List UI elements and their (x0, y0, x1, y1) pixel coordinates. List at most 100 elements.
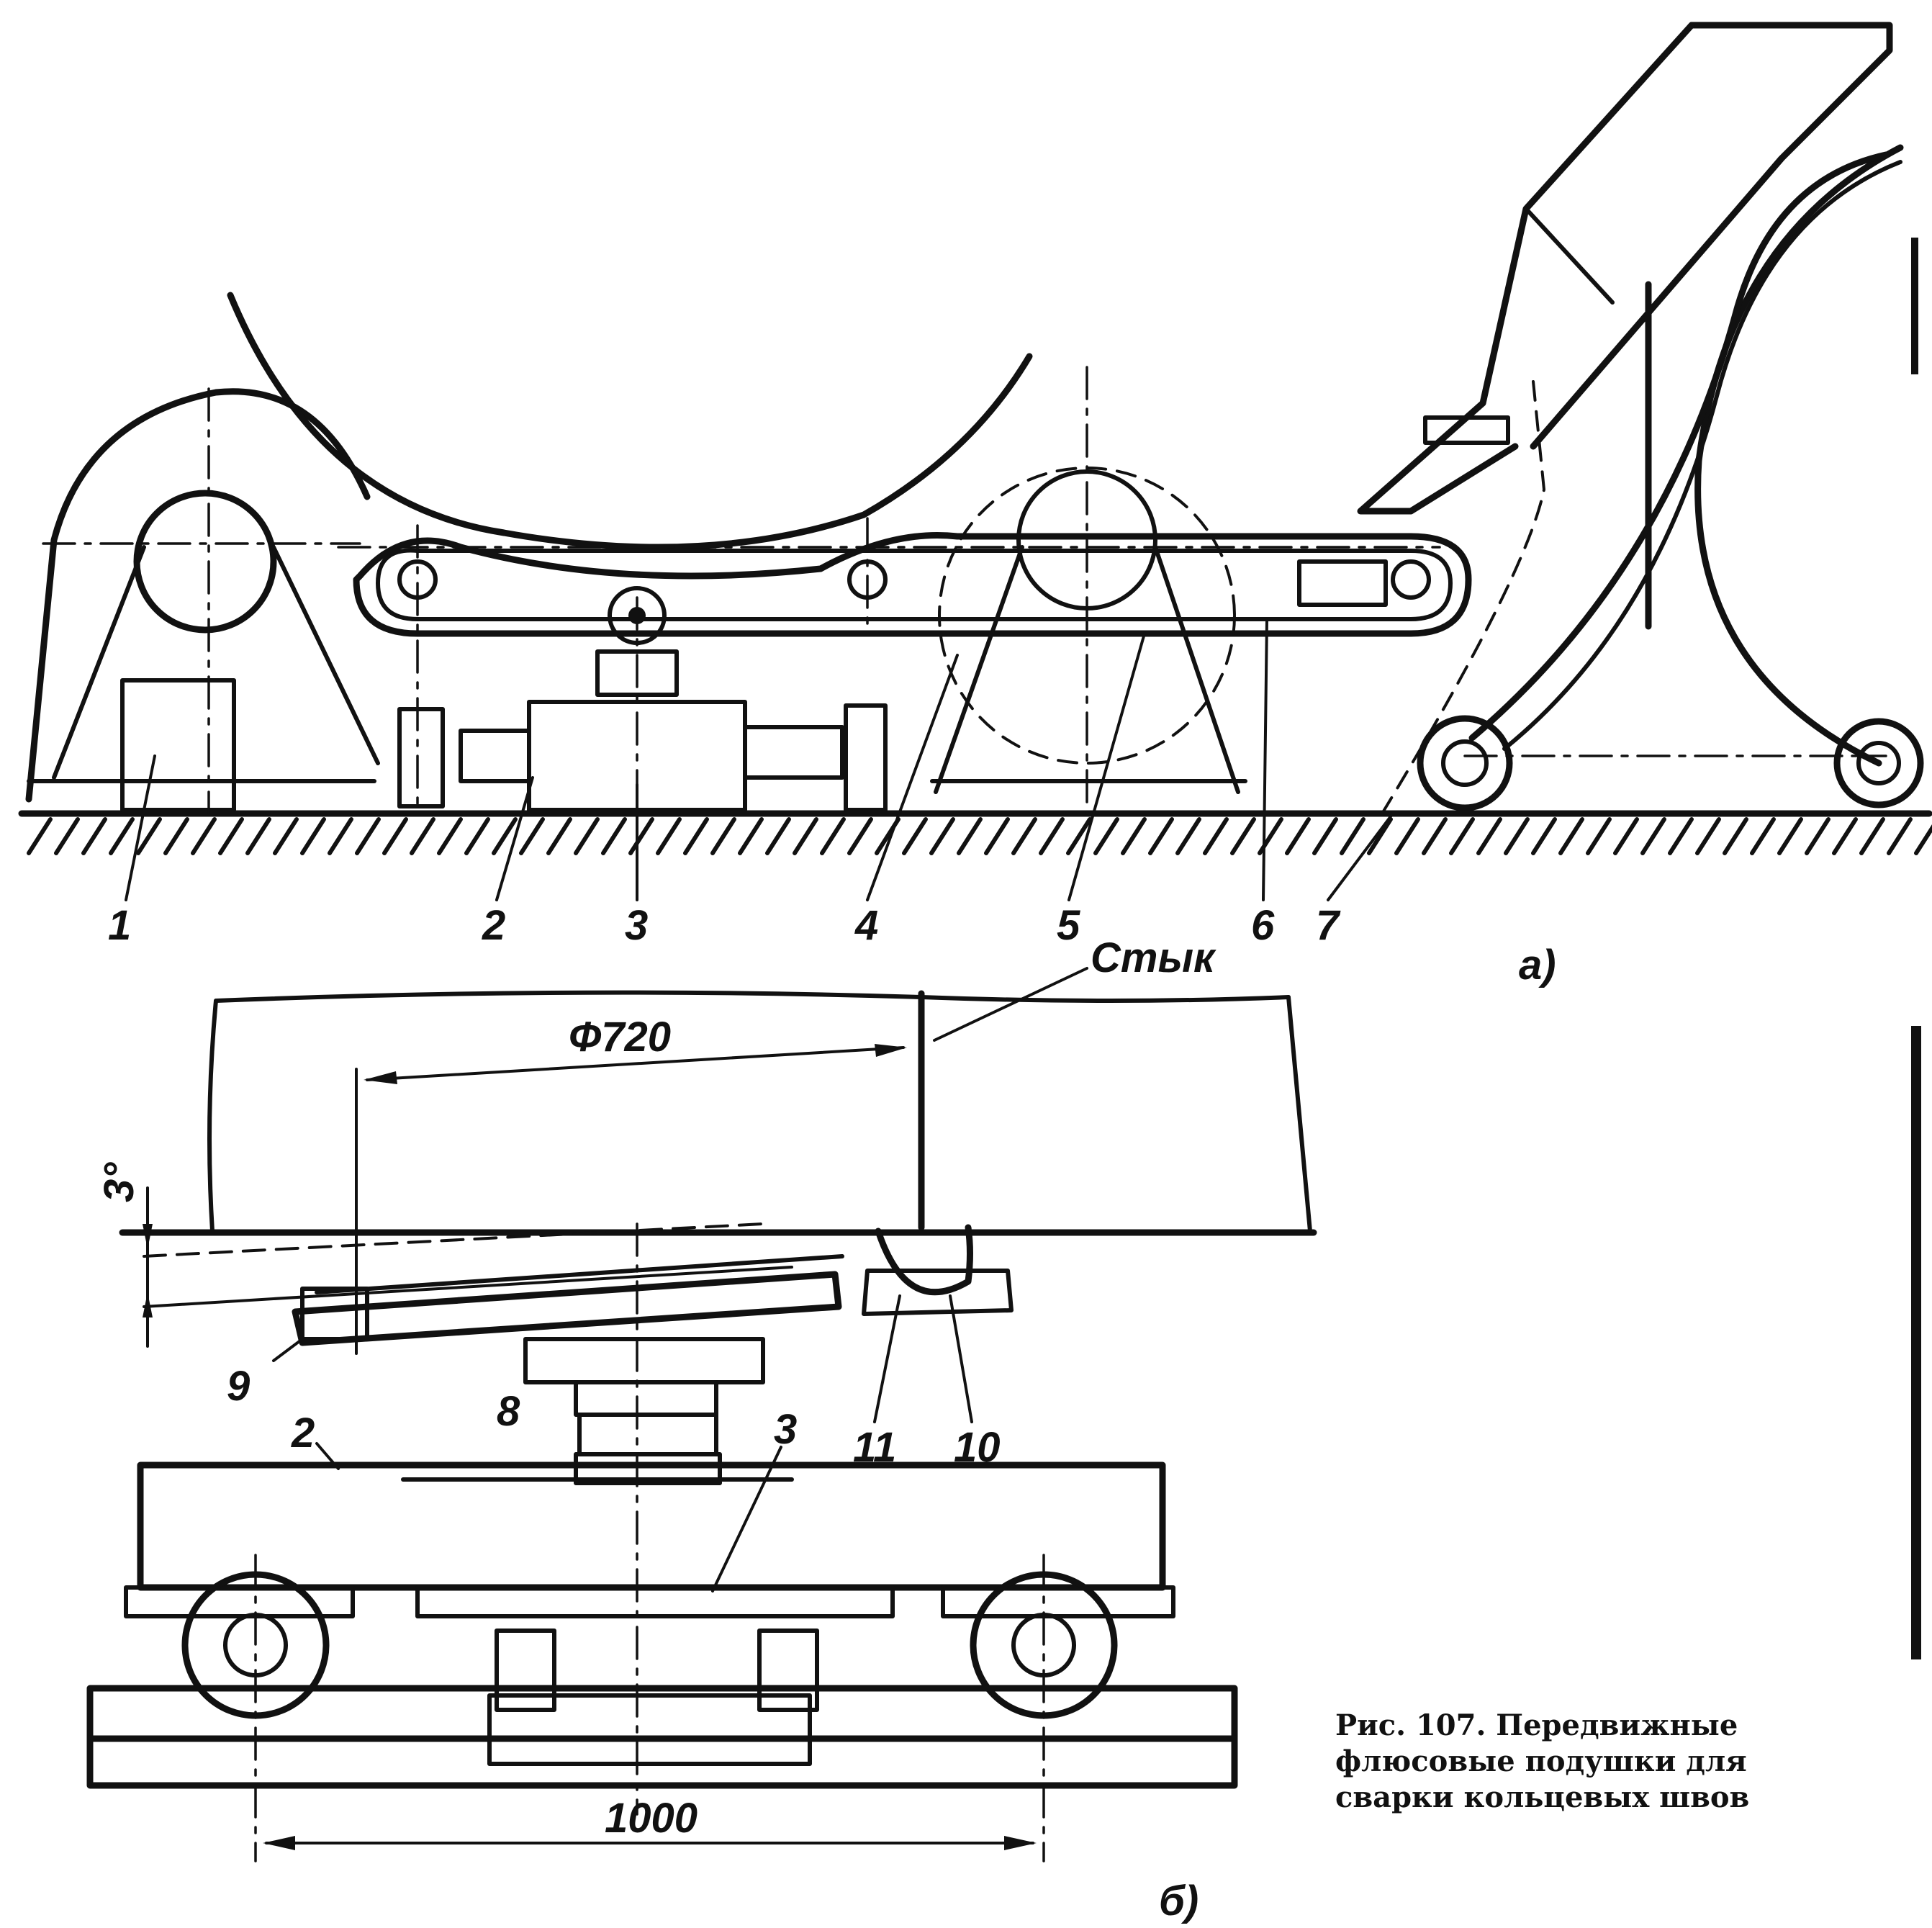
coupling-right (844, 703, 888, 812)
hatch-stroke (1093, 817, 1119, 855)
hatch-stroke (1066, 817, 1092, 855)
hatch-stroke (245, 817, 271, 855)
hatch-stroke (1695, 817, 1721, 855)
hatch-stroke (1640, 817, 1666, 855)
angle-arrow-bottom (143, 1292, 153, 1317)
leader-10 (949, 1294, 973, 1423)
cart-frame (415, 1585, 895, 1618)
belt-curve (227, 292, 1033, 551)
wheel-left-a-hub (1441, 739, 1489, 787)
tensioner (1297, 559, 1388, 607)
conveyor-inner (376, 548, 1453, 621)
page-edge-bar (1911, 1026, 1921, 1659)
hatch-stroke (1832, 817, 1858, 855)
view-a: 1 2 3 4 5 6 7 а) (18, 22, 1932, 988)
pipe-right-break (1286, 995, 1312, 1233)
tilted-beam (292, 1271, 842, 1346)
hatch-stroke (601, 817, 627, 855)
hatch-stroke (109, 817, 135, 855)
hatch-stroke (1914, 824, 1932, 855)
callout-b-2: 2 (291, 1410, 315, 1456)
callout-b-10: 10 (954, 1424, 1001, 1471)
hatch-stroke (163, 817, 189, 855)
wb-arrow-left (263, 1836, 295, 1850)
lift-col-3 (574, 1452, 722, 1485)
hatch-stroke (546, 817, 572, 855)
hatch-stroke (1203, 817, 1229, 855)
view-a-label: а) (1519, 942, 1556, 988)
callout-b-9: 9 (227, 1363, 250, 1410)
hatch-stroke (710, 817, 736, 855)
leader-9 (272, 1338, 304, 1362)
shaft-right (743, 725, 844, 780)
dim-arrow-right (875, 1044, 907, 1057)
hatch-stroke (355, 817, 381, 855)
jack-left (495, 1629, 556, 1712)
hatch-stroke (1285, 817, 1311, 855)
hatch-stroke (1340, 817, 1366, 855)
hatch-stroke (1859, 817, 1885, 855)
hatch-stroke (1613, 817, 1639, 855)
hatch-stroke (1723, 817, 1748, 855)
hatch-stroke (1558, 817, 1584, 855)
hatch-stroke (1449, 817, 1475, 855)
drum-stand-5 (930, 545, 1247, 794)
leader-2 (495, 776, 534, 901)
hatch-stroke (847, 817, 873, 855)
leader-b-2 (315, 1442, 340, 1470)
wheel-right-a-hub (1856, 741, 1901, 785)
hatch-stroke (54, 817, 80, 855)
caption-line-2: флюсовые подушки для (1335, 1744, 1747, 1778)
flux-cup (875, 1224, 973, 1296)
hatch-stroke (1777, 817, 1803, 855)
callout-a-3: 3 (625, 902, 648, 949)
hatch-stroke (738, 817, 764, 855)
jack-base (487, 1693, 812, 1766)
hatch-stroke (1531, 817, 1557, 855)
hopper-top (1530, 22, 1893, 450)
wheel-right-a (1833, 718, 1924, 808)
hatch-stroke (1476, 817, 1502, 855)
beam-tilt-ref (143, 1266, 793, 1308)
pipe-top-edge (214, 990, 1291, 1003)
diameter-dim-line (366, 1046, 905, 1081)
hopper-brace (1524, 207, 1615, 305)
hatch-stroke (574, 817, 600, 855)
leader-11 (873, 1294, 901, 1423)
pad-arc-inner (1468, 151, 1890, 742)
angle-label: 3° (96, 1162, 143, 1202)
hatch-stroke (1887, 817, 1913, 855)
hatch-stroke (1750, 817, 1776, 855)
lift-col-2 (577, 1413, 718, 1456)
hatch-stroke (1312, 817, 1338, 855)
callout-b-8: 8 (497, 1388, 520, 1435)
hatch-stroke (929, 817, 955, 855)
hopper-body (1357, 22, 1695, 515)
hatch-stroke (410, 817, 435, 855)
leader-1 (125, 754, 156, 901)
hatch-stroke (437, 817, 463, 855)
hopper-clamp (1423, 415, 1510, 445)
lift-head (595, 649, 679, 697)
callout-a-6: 6 (1251, 902, 1275, 949)
view-b-label: б) (1159, 1878, 1199, 1924)
cup-base (862, 1269, 1014, 1316)
pipe-left-break (207, 999, 218, 1233)
hatch-stroke (1175, 817, 1201, 855)
motor-left (397, 707, 445, 808)
hatch-stroke (1121, 817, 1147, 855)
hatch-stroke (273, 817, 299, 855)
hatch-stroke (984, 817, 1010, 855)
hatch-stroke (1805, 817, 1831, 855)
drum-pulley (133, 490, 277, 634)
hatch-stroke (1394, 817, 1420, 855)
caption: Рис. 107. Передвижные флюсовые подушки д… (1335, 1708, 1749, 1814)
hatch-stroke (765, 817, 791, 855)
lift-col-1 (574, 1380, 718, 1417)
hatch-stroke (1367, 817, 1393, 855)
hatch-stroke (793, 817, 818, 855)
joint-leader (933, 967, 1088, 1042)
beam-upper (315, 1254, 844, 1294)
jack-right (757, 1629, 819, 1712)
hatch-stroke (656, 817, 682, 855)
